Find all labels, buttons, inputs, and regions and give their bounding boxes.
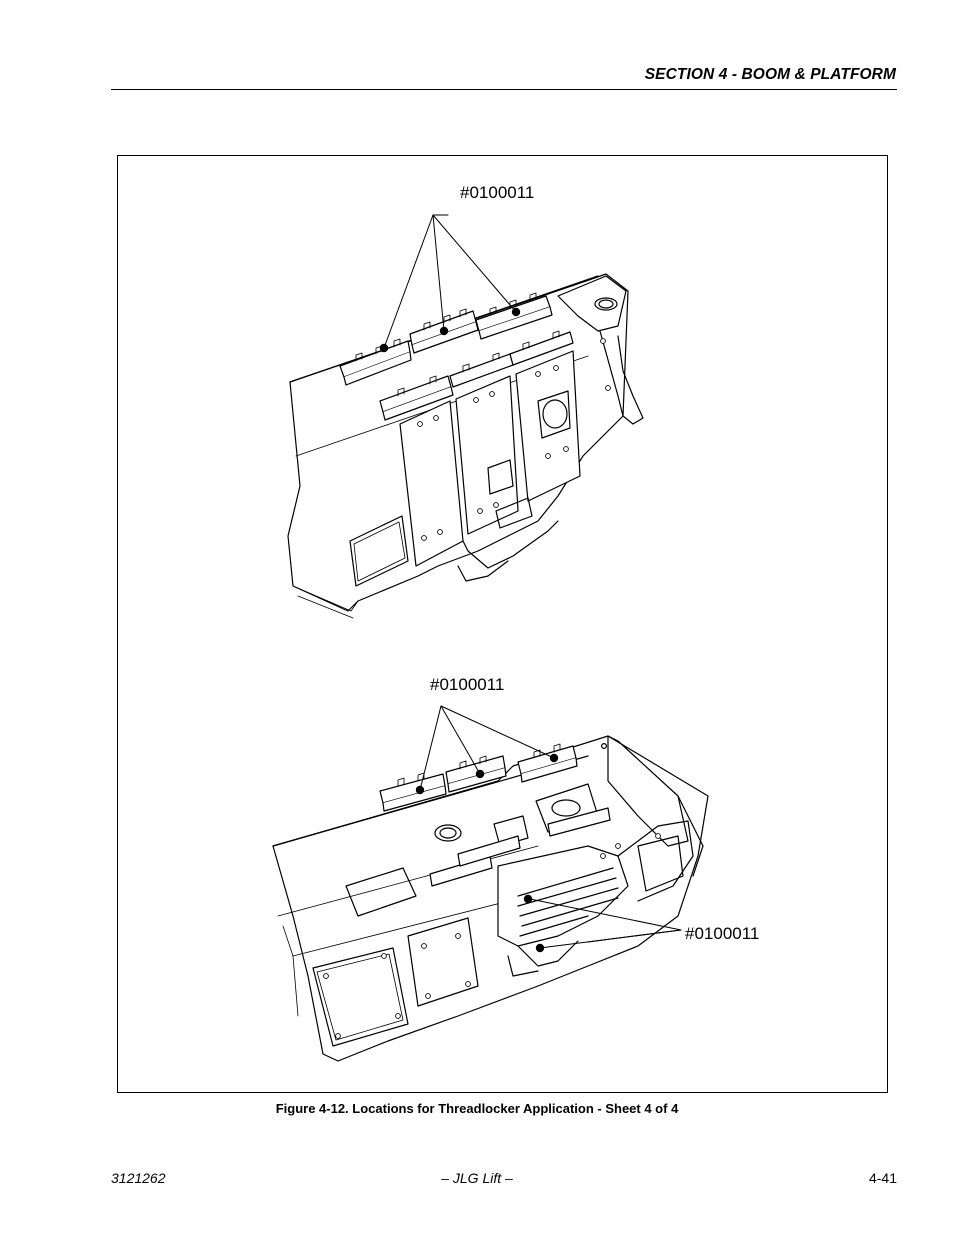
top-boom-assembly (287, 214, 644, 619)
threadlocker-marker (379, 307, 521, 353)
boom-drawing (272, 214, 709, 1062)
callout-label-middle: #0100011 (430, 675, 505, 694)
section-title: SECTION 4 - BOOM & PLATFORM (644, 66, 896, 83)
threadlocker-marker (523, 894, 545, 953)
figure-frame: #0100011 #0100011 #0100011 (117, 155, 888, 1093)
header-rule (111, 89, 897, 90)
document-number: 3121262 (111, 1170, 166, 1186)
page-number: 4-41 (868, 1170, 897, 1186)
threadlocker-marker (415, 753, 559, 795)
bottom-boom-assembly (272, 705, 709, 1062)
callout-label-top: #0100011 (460, 183, 535, 202)
footer-brand: – JLG Lift – (441, 1170, 513, 1186)
callout-label-side: #0100011 (685, 924, 760, 943)
figure-caption: Figure 4-12. Locations for Threadlocker … (275, 1101, 679, 1116)
